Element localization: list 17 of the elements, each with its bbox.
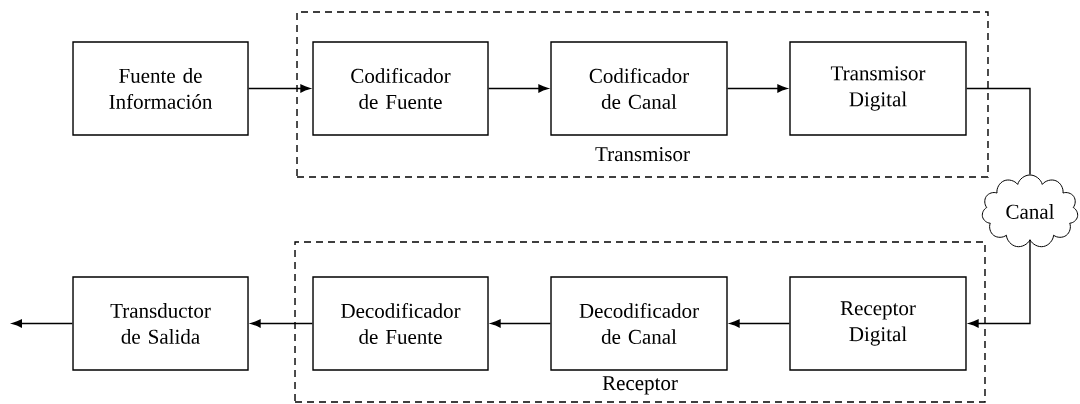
process-box: Receptor Digital bbox=[789, 276, 967, 371]
arrow bbox=[488, 84, 549, 93]
process-box: Transmisor Digital bbox=[789, 41, 967, 136]
arrow bbox=[490, 319, 551, 328]
process-box: Decodificador de Fuente bbox=[312, 276, 489, 371]
process-box: Codificador de Canal bbox=[550, 41, 728, 136]
arrow bbox=[729, 319, 790, 328]
process-box: Decodificador de Canal bbox=[550, 276, 728, 371]
arrow bbox=[250, 319, 313, 328]
process-box: Fuente de Información bbox=[72, 41, 249, 136]
arrow bbox=[12, 319, 73, 328]
process-box: Transductor de Salida bbox=[72, 276, 249, 371]
arrow bbox=[248, 84, 311, 93]
group-label: Transmisor bbox=[595, 147, 690, 162]
arrow bbox=[727, 84, 788, 93]
group-label: Receptor bbox=[602, 376, 678, 395]
process-box: Codificador de Fuente bbox=[312, 41, 489, 136]
